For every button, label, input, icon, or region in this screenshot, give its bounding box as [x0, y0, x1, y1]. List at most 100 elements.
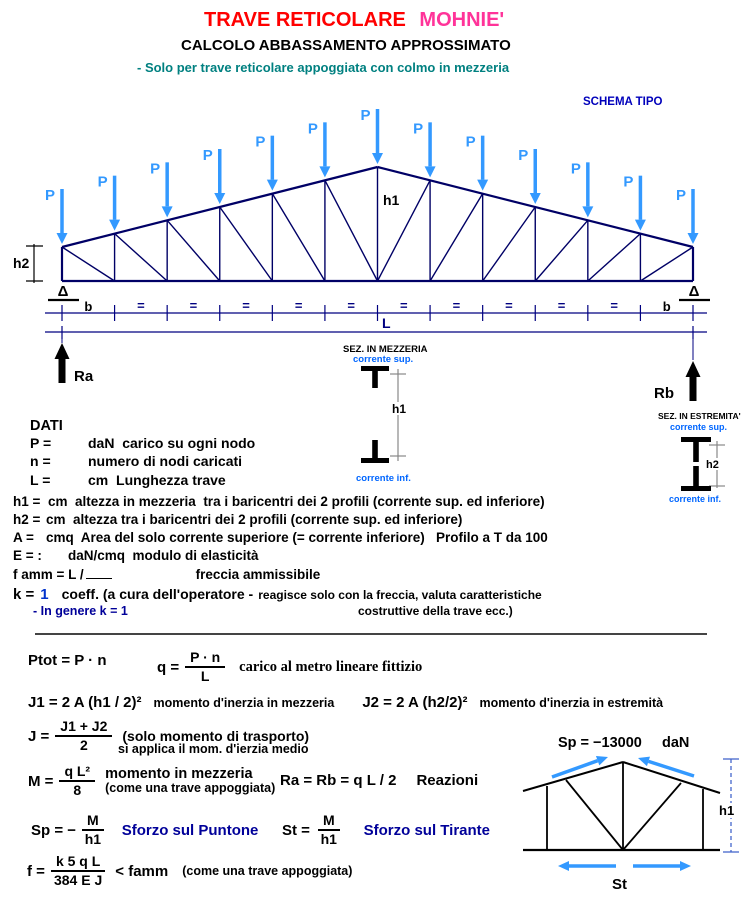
formula-st-desc: Sforzo sul Tirante [363, 821, 491, 839]
dati-label: n = [30, 453, 51, 469]
panel-eq-label: = [242, 298, 250, 313]
load-arrow-head [424, 166, 436, 178]
h2-label: h2 [13, 255, 30, 271]
load-label: P [308, 120, 318, 137]
panel-eq-label: = [137, 298, 145, 313]
formula-j1: J1 = 2 A (h1 / 2)² [28, 694, 142, 711]
formula-inertia-row: J1 = 2 A (h1 / 2)² momento d'inerzia in … [28, 694, 663, 711]
formula-j-lhs: J = [28, 727, 50, 745]
section-mezzeria-title: SEZ. IN MEZZERIA [343, 344, 428, 355]
formula-f-note: (come una trave appoggiata) [182, 864, 353, 879]
denominator: 2 [79, 737, 88, 754]
sp-arrow-right-head [638, 756, 651, 767]
load-label: P [150, 160, 160, 177]
dati-row-l: L =cm Lunghezza trave [30, 472, 226, 488]
k-desc-a: coeff. (a cura dell'operatore - [61, 586, 254, 602]
truss-diagonal [271, 193, 326, 282]
gable-diagonal-left [565, 779, 624, 851]
formula-sp: Sp = − M h1 Sforzo sul Puntone [31, 812, 258, 848]
panel-eq-label: = [505, 298, 513, 313]
truss-diagonal [587, 233, 641, 282]
formula-f-fraction: k 5 q L 384 E J [50, 853, 106, 889]
truss-diagonal [376, 180, 431, 282]
reaction-left-arrow-head [54, 343, 70, 359]
formula-m-note: (come una trave appoggiata) [105, 781, 276, 796]
dati-desc: freccia ammissibile [195, 567, 321, 582]
st-arrow-left-head [558, 861, 569, 871]
section-divider [35, 633, 707, 635]
t-profile-bottom-flange [361, 458, 389, 463]
load-arrow-head [634, 219, 646, 231]
formula-q-lhs: q = [157, 658, 180, 676]
denominator: 384 E J [53, 872, 103, 889]
truss-diagonal [324, 180, 379, 282]
dati-row-e: E = :daN/cmq modulo di elasticità [13, 548, 259, 563]
load-arrow-head [372, 153, 383, 164]
section-estremita-diagram: SEZ. IN ESTREMITA' corrente sup. h2 corr… [658, 411, 741, 504]
truss-diagonal [482, 206, 536, 282]
t-profile-bottom-stem [693, 466, 699, 486]
numerator: k 5 q L [50, 853, 106, 873]
load-label: P [623, 174, 633, 191]
load-label: P [518, 147, 528, 164]
gable-h1-label: h1 [719, 803, 734, 818]
k-label: k = [13, 586, 35, 603]
dati-heading: DATI [30, 418, 63, 434]
load-label: P [466, 134, 476, 151]
dati-label: E = : [13, 548, 42, 563]
numerator: J1 + J2 [55, 718, 113, 738]
load-arrow-head [529, 193, 541, 204]
load-arrow-head [477, 179, 489, 191]
load-arrow-head [109, 219, 121, 231]
page-note: - Solo per trave reticolare appoggiata c… [137, 60, 510, 75]
panel-eq-label: = [190, 298, 198, 313]
dati-label: h1 = [13, 494, 41, 509]
schema-tipo-label: SCHEMA TIPO [583, 96, 663, 108]
section-mezzeria-diagram: SEZ. IN MEZZERIA corrente sup. h1 corren… [343, 344, 428, 484]
numerator: M [317, 812, 340, 832]
formula-j-desc: (solo momento di trasporto) [122, 728, 310, 745]
reaction-right-arrow-head [685, 361, 701, 377]
panel-eq-label: = [453, 298, 461, 313]
dati-row-n: n =numero di nodi caricati [30, 453, 242, 469]
dati-desc: cmq Area del solo corrente superiore (= … [46, 530, 548, 545]
dati-row-h1: h1 = cm altezza in mezzeria tra i baricen… [13, 494, 545, 509]
formula-m-desc: momento in mezzeria [105, 765, 253, 782]
panel-eq-label: = [558, 298, 566, 313]
formula-m-fraction: q L² 8 [59, 763, 96, 799]
sp-arrow-left-head [595, 755, 608, 766]
force-arrows [551, 755, 695, 871]
sp-result-unit: daN [662, 735, 689, 751]
result-diagram: Sp = −13000 daN h1 St [522, 735, 742, 893]
page-subtitle: CALCOLO ABBASSAMENTO APPROSSIMATO [181, 37, 511, 54]
load-label: P [361, 107, 371, 124]
dati-row-p: P =daN carico su ogni nodo [30, 435, 255, 451]
blank-underscore [85, 566, 112, 579]
page-title-main: TRAVE RETICOLARE [204, 9, 406, 31]
formula-j-note: si applica il mom. d'ierzia medio [118, 742, 309, 756]
t-profile-bottom-stem [372, 440, 378, 458]
denominator: 8 [73, 782, 82, 799]
load-label: P [45, 187, 55, 204]
st-arrow-right-head [680, 861, 691, 871]
formula-reactions: Ra = Rb = q L / 2 Reazioni [280, 772, 478, 789]
sp-arrow-right-shaft [647, 759, 695, 778]
gable-diagonal-right [622, 782, 682, 851]
load-arrow-head [214, 193, 226, 204]
load-label: P [571, 160, 581, 177]
k-desc-c: costruttive della trave ecc.) [358, 604, 513, 618]
formula-reactions-desc: Reazioni [416, 772, 479, 789]
dati-label: A = [13, 530, 34, 545]
dati-row-h2: h2 =cm altezza tra i baricentri dei 2 pr… [13, 512, 462, 527]
load-label: P [676, 187, 686, 204]
load-arrow-head [56, 233, 68, 244]
h2-label-bg [704, 458, 724, 470]
dati-label: h2 = [13, 512, 41, 527]
dati-desc: cm altezza in mezzeria tra i baricentri … [48, 494, 545, 509]
dati-label: f amm = L / [13, 567, 84, 582]
dati-label: P = [30, 435, 52, 451]
reaction-right-label: Rb [654, 385, 674, 402]
page-title-secondary: MOHNIE' [419, 9, 505, 31]
